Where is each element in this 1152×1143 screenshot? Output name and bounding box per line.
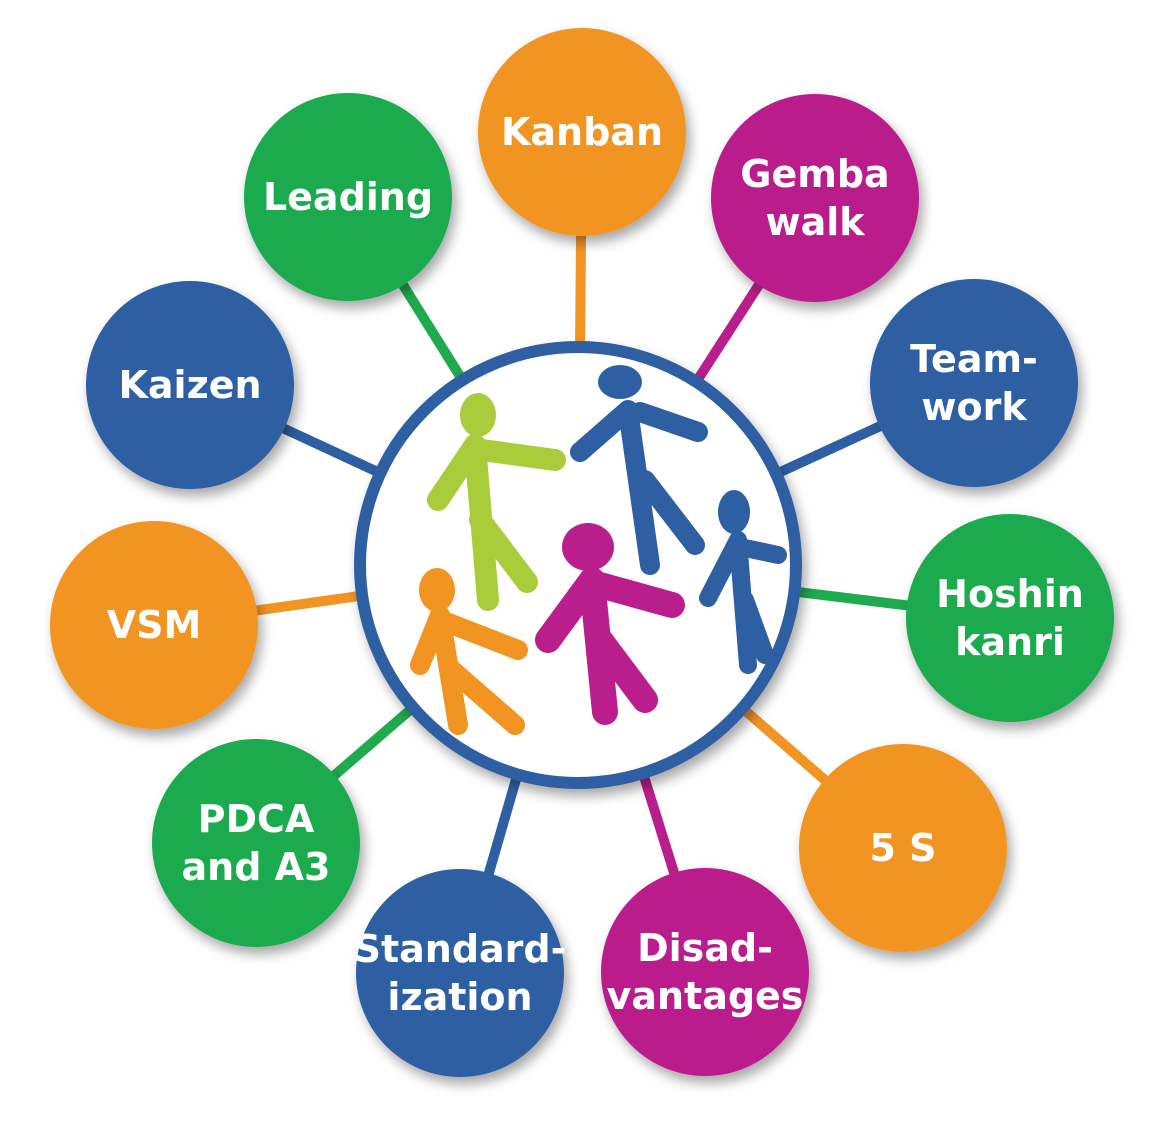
connector-standardization <box>481 771 523 883</box>
figure-orange <box>410 568 528 735</box>
connector-hoshin-kanri <box>791 586 916 612</box>
node-circle-5s <box>799 744 1007 952</box>
connector-5s <box>737 703 834 789</box>
node-label-standardization: Standard- <box>354 927 567 971</box>
connector-kanban <box>574 227 587 350</box>
node-label-standardization: ization <box>387 975 532 1019</box>
node-label-hoshin-kanri: kanri <box>955 620 1065 664</box>
node-vsm: VSM <box>50 521 258 729</box>
node-kanban: Kanban <box>478 28 686 236</box>
connector-pdca-a3 <box>325 702 418 785</box>
node-circle-kanban <box>478 28 686 236</box>
node-label-gemba-walk: Gemba <box>740 152 889 196</box>
node-5s: 5 S <box>799 744 1007 952</box>
connector-lines <box>248 227 916 883</box>
node-label-pdca-a3: PDCA <box>198 797 315 841</box>
node-circle-vsm <box>50 521 258 729</box>
node-label-gemba-walk: walk <box>765 200 865 244</box>
connector-disadvantages <box>637 769 682 882</box>
node-label-hoshin-kanri: Hoshin <box>936 572 1084 616</box>
node-circle-pdca-a3 <box>152 739 360 947</box>
central-hub <box>354 341 802 789</box>
people-group-icon <box>410 365 787 735</box>
node-label-disadvantages: vantages <box>607 974 804 1018</box>
node-label-kanban: Kanban <box>501 110 663 154</box>
figure-blue-tall <box>570 365 708 575</box>
figure-magenta <box>535 523 685 725</box>
node-circle-standardization <box>356 869 564 1077</box>
node-circle-leading <box>244 93 452 301</box>
node-label-vsm: VSM <box>107 603 202 647</box>
node-circle-kaizen <box>86 281 294 489</box>
figure-lime <box>427 393 566 611</box>
node-circle-teamwork <box>870 279 1078 487</box>
node-label-teamwork: work <box>921 385 1027 429</box>
connector-teamwork <box>772 418 889 480</box>
node-label-pdca-a3: and A3 <box>182 845 331 889</box>
node-teamwork: Team-work <box>870 279 1078 487</box>
node-disadvantages: Disad-vantages <box>601 868 809 1076</box>
connector-leading <box>394 275 468 385</box>
figure-blue-small <box>699 490 787 674</box>
node-leading: Leading <box>244 93 452 301</box>
node-label-5s: 5 S <box>869 826 936 870</box>
node-label-teamwork: Team- <box>910 337 1038 381</box>
node-circle-hoshin-kanri <box>906 514 1114 722</box>
connector-gemba-walk <box>690 275 768 387</box>
connector-kaizen <box>274 420 385 479</box>
connector-vsm <box>248 590 365 617</box>
node-label-disadvantages: Disad- <box>637 926 773 970</box>
node-label-leading: Leading <box>263 175 433 219</box>
node-circle-disadvantages <box>601 868 809 1076</box>
node-standardization: Standard-ization <box>354 869 567 1077</box>
node-circle-gemba-walk <box>711 94 919 302</box>
node-label-kaizen: Kaizen <box>118 363 261 407</box>
node-kaizen: Kaizen <box>86 281 294 489</box>
